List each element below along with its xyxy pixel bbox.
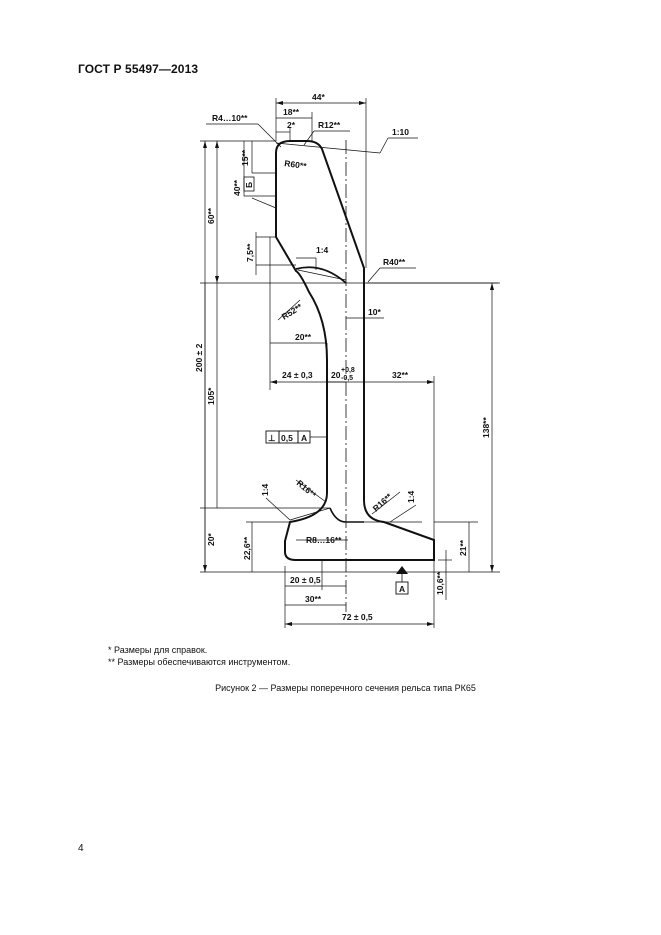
dim-web-tol-plus: +0,8 bbox=[341, 367, 355, 374]
dim-r12: R12** bbox=[318, 120, 341, 130]
dim-22-6: 22,6** bbox=[242, 536, 252, 560]
dim-label-b: Б bbox=[244, 182, 254, 188]
dim-10: 10* bbox=[368, 307, 381, 317]
tolerance-datum: A bbox=[301, 433, 307, 443]
dim-200: 200 ± 2 bbox=[194, 343, 204, 372]
dim-r60: R60** bbox=[284, 158, 308, 171]
dim-7-5: 7,5** bbox=[245, 243, 255, 262]
dim-138: 138** bbox=[481, 417, 491, 438]
datum-label: A bbox=[399, 584, 405, 594]
tolerance-symbol: ⊥ bbox=[268, 433, 276, 443]
dim-44: 44* bbox=[312, 92, 325, 102]
dim-15: 15** bbox=[240, 149, 250, 166]
dim-10-6: 10,6** bbox=[435, 571, 445, 595]
dimension-lines bbox=[200, 98, 500, 628]
dim-20-web: 20 bbox=[331, 370, 341, 380]
dim-slope-head: 1:4 bbox=[316, 245, 329, 255]
dim-slope-base-right: 1:4 bbox=[406, 490, 416, 503]
dim-r16-right: R16** bbox=[371, 491, 395, 514]
dim-105: 105* bbox=[206, 387, 216, 405]
dim-web-tol-minus: -0,5 bbox=[341, 375, 353, 382]
dim-base-30: 30** bbox=[305, 594, 322, 604]
dim-slope-top: 1:10 bbox=[392, 127, 409, 137]
dim-24: 24 ± 0,3 bbox=[282, 370, 313, 380]
tolerance-value: 0,5 bbox=[281, 433, 293, 443]
dim-slope-base-left: 1:4 bbox=[260, 483, 270, 496]
rail-profile-inner bbox=[295, 266, 347, 284]
dim-r52: R52** bbox=[280, 301, 305, 322]
datum-triangle bbox=[396, 566, 408, 574]
arrowheads bbox=[203, 101, 494, 626]
dim-40: 40** bbox=[232, 179, 242, 196]
dim-r40: R40** bbox=[383, 257, 406, 267]
figure-note-2: ** Размеры обеспечиваются инструментом. bbox=[108, 657, 291, 667]
dim-21: 21** bbox=[458, 539, 468, 556]
view-b-box bbox=[243, 176, 255, 192]
figure-caption: Рисунок 2 — Размеры поперечного сечения … bbox=[215, 683, 476, 693]
dim-60: 60** bbox=[206, 207, 216, 224]
figure-note-1: * Размеры для справок. bbox=[108, 645, 208, 655]
dim-18: 18** bbox=[283, 107, 300, 117]
dim-2: 2* bbox=[287, 120, 296, 130]
rail-profile bbox=[275, 140, 435, 561]
dim-r4-10: R4…10** bbox=[212, 113, 248, 123]
dim-r8-16: R8…16** bbox=[306, 535, 342, 545]
dim-20-web-top: 20** bbox=[295, 332, 312, 342]
dim-r16-left: R16** bbox=[295, 478, 319, 500]
dim-32: 32** bbox=[392, 370, 409, 380]
dim-base-20: 20 ± 0,5 bbox=[290, 575, 321, 585]
page-number: 4 bbox=[78, 843, 84, 854]
datum-box bbox=[395, 581, 409, 595]
dim-base-72: 72 ± 0,5 bbox=[342, 612, 373, 622]
rail-base-inner bbox=[329, 507, 364, 523]
document-header: ГОСТ Р 55497—2013 bbox=[78, 62, 199, 76]
dim-20-base: 20* bbox=[206, 533, 216, 546]
tolerance-frame: ⊥ 0,5 A bbox=[265, 430, 327, 444]
